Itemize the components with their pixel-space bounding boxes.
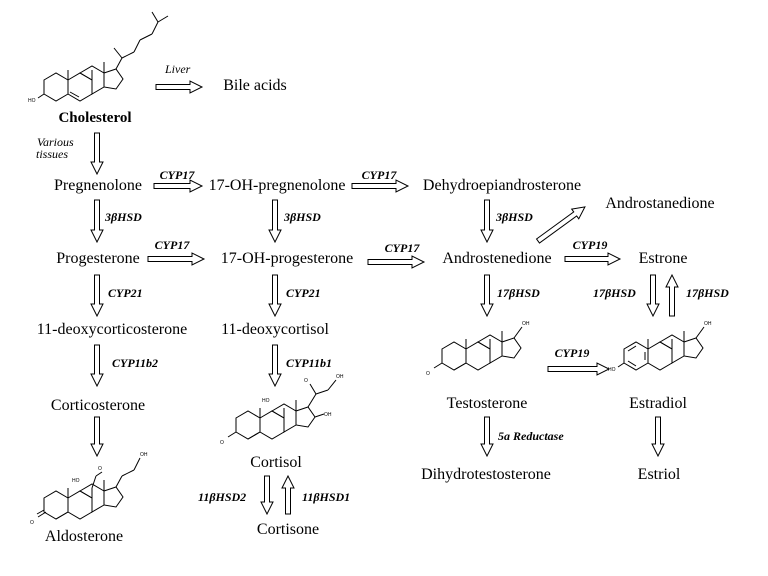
enzyme-cyp17-preg: CYP17 <box>159 168 195 182</box>
label-various-tissues-line1: Various <box>37 135 74 149</box>
testosterone-structure: O OH <box>426 321 530 377</box>
svg-text:O: O <box>98 466 102 472</box>
svg-text:OH: OH <box>324 412 332 418</box>
compound-cortisol: Cortisol <box>250 454 302 471</box>
svg-text:OH: OH <box>336 374 344 380</box>
arrow-preg-prog <box>90 199 104 244</box>
compound-androstanedione: Androstanedione <box>605 195 715 212</box>
enzyme-17bhsd-estradiol: 17βHSD <box>686 286 729 300</box>
svg-text:HO: HO <box>262 398 270 404</box>
arrow-corticosterone-aldosterone <box>90 416 104 458</box>
arrow-cortisone-cortisol <box>281 474 295 515</box>
arrow-doc-corticosterone <box>90 344 104 388</box>
label-various-tissues-line2: tissues <box>36 147 69 161</box>
cortisol-structure: O HO OH OH O <box>220 374 344 446</box>
enzyme-3bhsd-ohpreg: 3βHSD <box>284 210 321 224</box>
arrow-testo-estradiol <box>547 362 611 376</box>
arrow-chol-preg <box>90 132 104 176</box>
enzyme-11bhsd1: 11βHSD1 <box>302 490 351 504</box>
arrow-ohpreg-ohprog <box>268 199 282 244</box>
arrow-prog-ohprog <box>147 252 206 266</box>
arrow-deoxycortisol-cortisol <box>268 344 282 388</box>
compound-androstenedione: Androstenedione <box>442 250 552 267</box>
svg-text:OH: OH <box>704 321 712 327</box>
compound-testosterone: Testosterone <box>446 395 528 412</box>
enzyme-cyp17-ohprog: CYP17 <box>384 241 420 255</box>
svg-text:O: O <box>304 378 308 384</box>
compound-dihydrotestosterone: Dihydrotestosterone <box>421 466 551 483</box>
cholesterol-structure: HO <box>28 11 169 104</box>
compound-pregnenolone: Pregnenolone <box>54 177 142 194</box>
svg-text:OH: OH <box>140 452 148 458</box>
compound-cholesterol: Cholesterol <box>58 110 132 126</box>
arrow-estrone-estradiol <box>646 274 660 318</box>
arrow-testo-dht <box>480 416 494 458</box>
compound-bile-acids: Bile acids <box>223 77 287 94</box>
arrow-estradiol-estrone <box>665 273 679 317</box>
arrow-andro-estrone <box>564 252 622 266</box>
compound-estradiol: Estradiol <box>629 395 687 412</box>
enzyme-5a-reductase: 5a Reductase <box>498 429 564 443</box>
compound-11-deoxycorticosterone: 11-deoxycorticosterone <box>36 321 188 338</box>
svg-text:OH: OH <box>522 321 530 327</box>
arrow-ohprog-andro <box>367 255 426 269</box>
compound-17oh-progesterone: 17-OH-progesterone <box>220 250 354 267</box>
arrow-chol-bile <box>155 80 204 94</box>
compound-estriol: Estriol <box>637 466 681 483</box>
compound-progesterone: Progesterone <box>56 250 140 267</box>
enzyme-cyp17-ohpreg: CYP17 <box>361 168 397 182</box>
enzyme-cyp11b2: CYP11b2 <box>112 356 159 370</box>
enzyme-cyp19-andro: CYP19 <box>572 238 608 252</box>
compound-11-deoxycortisol: 11-deoxycortisol <box>221 321 329 338</box>
svg-text:O: O <box>220 440 224 446</box>
enzyme-cyp11b1: CYP11b1 <box>286 356 333 370</box>
arrow-andro-androstanedione <box>535 206 586 244</box>
arrow-preg-ohpreg <box>153 179 204 193</box>
enzyme-cyp21-ohprog: CYP21 <box>286 286 321 300</box>
arrow-cortisol-cortisone <box>260 475 274 516</box>
arrow-prog-doc <box>90 274 104 318</box>
label-liver: Liver <box>165 62 191 76</box>
enzyme-11bhsd2: 11βHSD2 <box>198 490 247 504</box>
svg-text:O: O <box>426 371 430 377</box>
compound-dhea: Dehydroepiandrosterone <box>422 177 582 194</box>
enzyme-3bhsd-preg: 3βHSD <box>105 210 142 224</box>
aldosterone-structure: O HO OH O <box>30 452 148 526</box>
svg-text:HO: HO <box>608 367 616 373</box>
arrow-ohprog-deoxycortisol <box>268 274 282 318</box>
enzyme-cyp21-prog: CYP21 <box>108 286 143 300</box>
compound-aldosterone: Aldosterone <box>44 528 124 545</box>
enzyme-cyp17-prog: CYP17 <box>154 238 190 252</box>
svg-text:HO: HO <box>28 98 36 104</box>
arrow-andro-testo <box>480 274 494 318</box>
svg-text:O: O <box>30 520 34 526</box>
svg-text:HO: HO <box>72 478 80 484</box>
compound-cortisone: Cortisone <box>256 521 320 538</box>
enzyme-3bhsd-dhea: 3βHSD <box>496 210 533 224</box>
enzyme-17bhsd-andro: 17βHSD <box>497 286 540 300</box>
compound-corticosterone: Corticosterone <box>50 397 146 414</box>
arrow-ohpreg-dhea <box>351 179 410 193</box>
compound-estrone: Estrone <box>638 250 688 267</box>
arrow-estradiol-estriol <box>651 416 665 458</box>
enzyme-cyp19-testo: CYP19 <box>554 346 590 360</box>
arrow-dhea-andro <box>480 199 494 244</box>
estradiol-structure: HO OH <box>608 321 712 373</box>
enzyme-17bhsd-estrone: 17βHSD <box>593 286 636 300</box>
compound-17oh-pregnenolone: 17-OH-pregnenolone <box>208 177 346 194</box>
